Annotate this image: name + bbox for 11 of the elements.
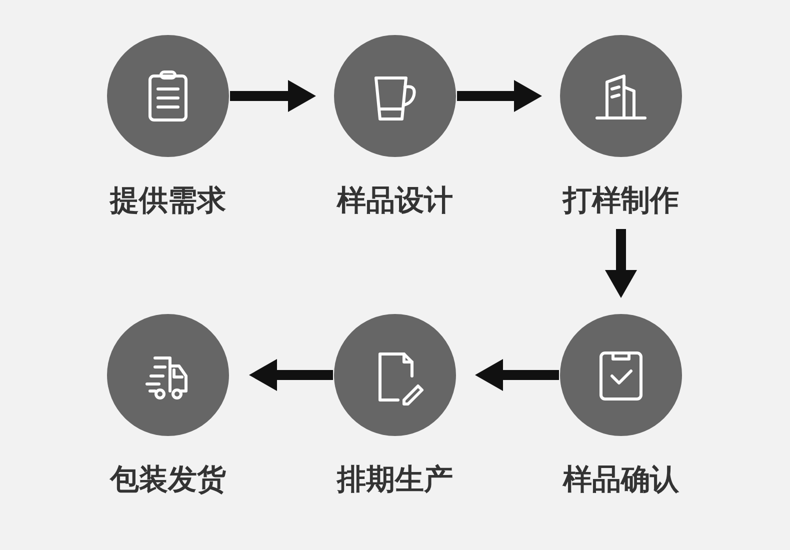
step-label: 提供需求 xyxy=(108,183,227,217)
arrow xyxy=(605,229,637,298)
arrow xyxy=(475,359,559,391)
step-label: 样品设计 xyxy=(335,183,454,217)
arrow xyxy=(230,80,316,112)
step-label: 排期生产 xyxy=(335,462,454,496)
step-label: 包装发货 xyxy=(108,462,227,496)
arrow xyxy=(457,80,542,112)
step-label: 样品确认 xyxy=(561,462,680,496)
step-label: 打样制作 xyxy=(561,183,680,217)
arrow xyxy=(249,359,333,391)
